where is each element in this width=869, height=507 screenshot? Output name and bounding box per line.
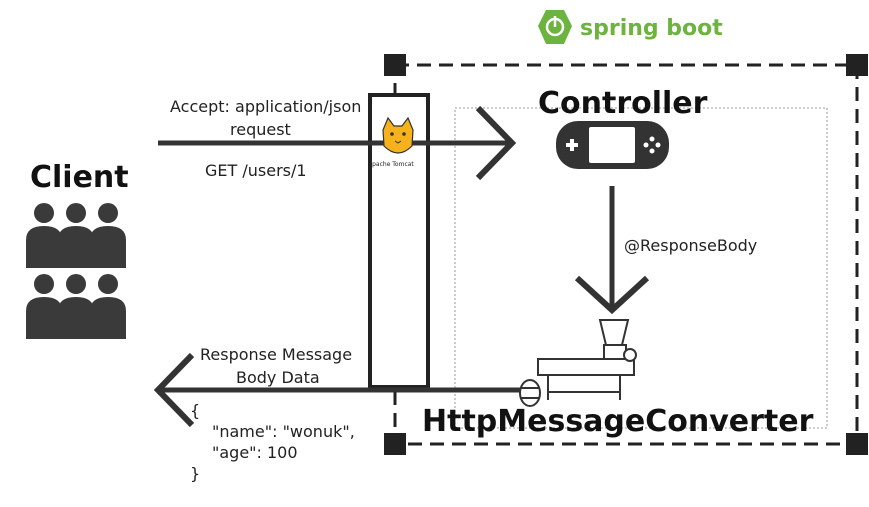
json-line: "name": "wonuk",	[212, 422, 355, 441]
json-line: }	[190, 464, 201, 483]
request-arrow-head	[475, 105, 517, 181]
gamepad-icon	[556, 121, 669, 169]
request-label: request	[230, 120, 291, 139]
responsebody-arrow-head	[574, 275, 650, 315]
container-corner-tr	[846, 54, 868, 76]
response-label-line1: Response Message	[200, 345, 353, 364]
client-people-icon	[26, 203, 126, 339]
spring-boot-container	[393, 63, 859, 446]
response-label-line2: Body Data	[236, 368, 320, 387]
request-accept-header: Accept: application/json	[170, 97, 362, 116]
container-corner-tl	[384, 54, 406, 76]
client-label: Client	[30, 160, 129, 195]
controller-label: Controller	[538, 86, 708, 121]
container-corner-br	[846, 433, 868, 455]
spring-boot-label: spring boot	[580, 16, 723, 41]
request-method-path: GET /users/1	[205, 161, 307, 180]
responsebody-label: @ResponseBody	[624, 236, 758, 255]
response-arrow-head	[153, 352, 195, 428]
response-json-block: { "name": "wonuk", "age": 100 }	[190, 400, 355, 484]
converter-label: HttpMessageConverter	[422, 404, 814, 439]
json-line: "age": 100	[212, 443, 298, 462]
tomcat-logo-icon	[382, 116, 414, 154]
spring-power-icon	[538, 10, 572, 44]
container-corner-bl	[384, 433, 406, 455]
converter-machine-icon	[519, 319, 637, 407]
inner-dotted-box	[454, 107, 828, 429]
tomcat-caption: Apache Tomcat	[368, 161, 414, 168]
json-line: {	[190, 401, 201, 420]
